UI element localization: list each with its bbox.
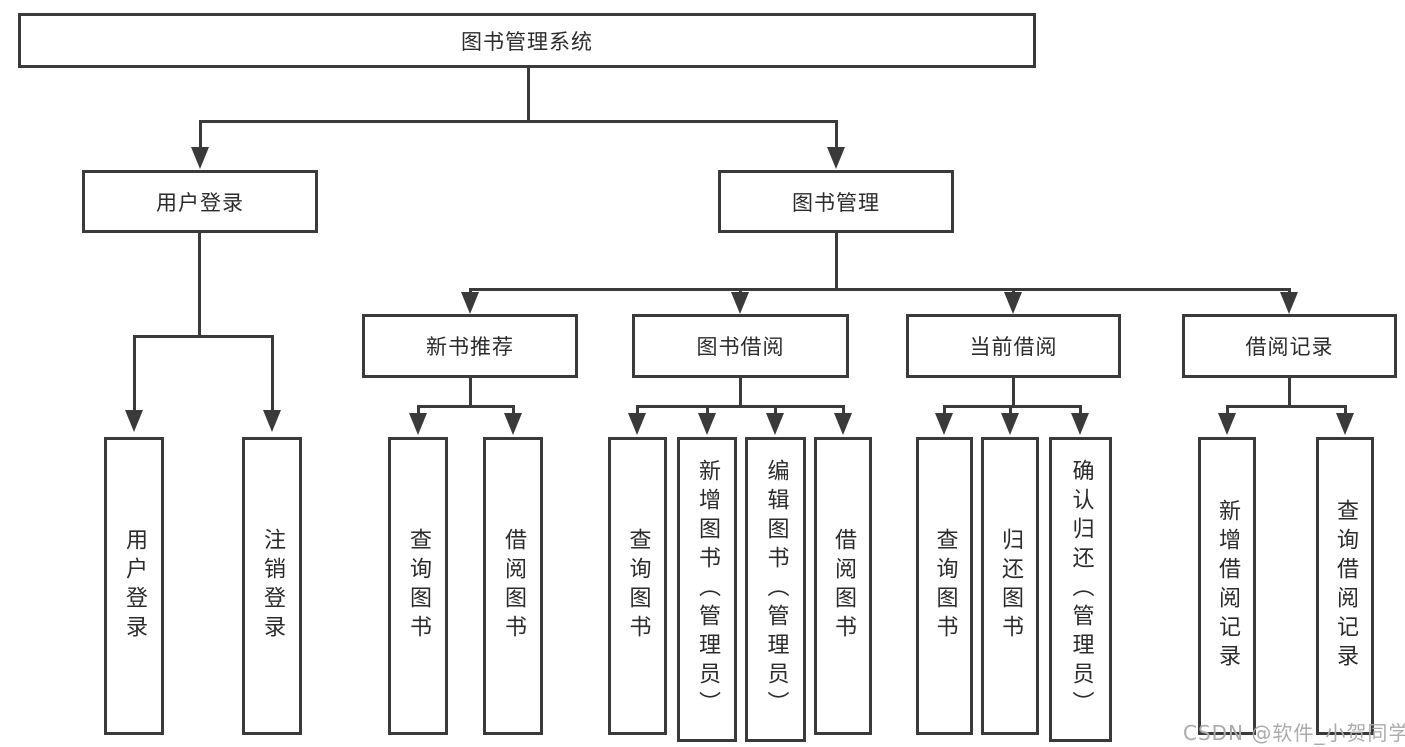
leaf-bb-edit-books-admin: 编辑图书（管理员） [745,437,806,742]
connector-new-book-stem [469,378,472,406]
arrowhead-new-book [461,292,479,314]
connector-stem-leaf-logout [271,335,274,410]
connector-current-borrow-stem2 [1012,378,1015,406]
arrowhead-nb-query [409,413,427,435]
connector-book-borrow-branch [637,405,845,408]
arrowhead-user-login [191,147,209,169]
leaf-cb-query-books-label: 查询图书 [932,528,958,644]
leaf-bb-add-books-admin: 新增图书（管理员） [677,437,737,742]
connector-borrow-records-stem2 [1288,378,1291,406]
node-current-borrowing-label: 当前借阅 [969,335,1058,359]
connector-stem-bb-query [636,405,639,413]
arrowhead-cb-return [1001,413,1019,435]
arrowhead-current-borrow [1004,292,1022,314]
connector-book-mgmt-branch [470,288,1291,291]
node-root-library-system: 图书管理系统 [18,13,1036,68]
node-current-borrowing: 当前借阅 [906,314,1121,378]
connector-stem-cb-return [1009,405,1012,413]
leaf-br-add-record: 新增借阅记录 [1198,437,1256,735]
csdn-watermark: CSDN @软件_小贺同学 [1183,721,1405,745]
connector-borrow-records-branch [1227,405,1347,408]
leaf-nb-borrow-books-label: 借阅图书 [501,528,526,644]
arrowhead-leaf-logout [263,410,281,432]
connector-stem-bb-add [706,405,709,413]
connector-stem-cb-query [943,405,946,413]
arrowhead-nb-borrow [504,413,522,435]
connector-new-book-branch [418,405,515,408]
connector-stem-nb-query [417,405,420,413]
connector-user-login-stem [198,233,201,338]
arrowhead-book-mgmt [827,147,845,169]
node-book-management: 图书管理 [718,170,954,233]
leaf-cb-confirm-return-admin-label: 确认归还（管理员） [1068,459,1094,720]
arrowhead-bb-add [698,413,716,435]
node-new-book-recommend-label: 新书推荐 [426,335,514,359]
arrowhead-bb-query [628,413,646,435]
arrowhead-cb-confirm [1071,413,1089,435]
leaf-br-query-record-label: 查询借阅记录 [1333,499,1358,673]
leaf-logout: 注销登录 [242,437,302,735]
connector-stem-current-borrow [1012,288,1015,294]
leaf-nb-query-books: 查询图书 [388,437,448,735]
arrowhead-leaf-login [125,410,143,432]
leaf-br-query-record: 查询借阅记录 [1316,437,1374,735]
connector-stem-nb-borrow [512,405,515,413]
node-root-label: 图书管理系统 [461,29,593,54]
connector-stem-br-add [1226,405,1229,413]
connector-user-login-branch [134,335,274,338]
connector-root-stem [527,68,530,120]
connector-stem-book-mgmt [835,120,838,148]
connector-book-mgmt-stem [835,233,838,290]
leaf-bb-query-books-label: 查询图书 [625,528,651,644]
leaf-bb-query-books: 查询图书 [608,437,667,735]
arrowhead-br-query [1336,413,1354,435]
connector-book-borrow-stem2 [739,378,742,406]
connector-stem-new-book [469,288,472,294]
connector-stem-leaf-login [133,335,136,410]
leaf-cb-return-books-label: 归还图书 [998,528,1023,644]
leaf-user-login-label: 用户登录 [122,528,147,644]
connector-stem-br-query [1344,405,1347,413]
node-book-borrowing-label: 图书借阅 [696,335,785,359]
connector-root-branch [199,120,838,123]
node-new-book-recommend: 新书推荐 [362,314,578,378]
arrowhead-book-borrow [731,292,749,314]
node-borrowing-records: 借阅记录 [1182,314,1397,378]
arrowhead-borrow-records [1280,292,1298,314]
node-user-login-label: 用户登录 [156,190,244,215]
leaf-bb-borrow-books: 借阅图书 [814,437,872,735]
node-book-management-label: 图书管理 [792,190,880,215]
leaf-cb-confirm-return-admin: 确认归还（管理员） [1049,437,1112,742]
leaf-logout-label: 注销登录 [260,528,285,644]
leaf-cb-query-books: 查询图书 [916,437,973,735]
arrowhead-cb-query [935,413,953,435]
leaf-bb-add-books-admin-label: 新增图书（管理员） [695,459,720,720]
node-book-borrowing: 图书借阅 [632,314,849,378]
arrowhead-bb-edit [766,413,784,435]
connector-stem-borrow-records [1288,288,1291,294]
connector-current-borrow-branch [944,405,1082,408]
connector-stem-book-borrow [739,288,742,294]
leaf-user-login: 用户登录 [104,437,164,735]
leaf-bb-borrow-books-label: 借阅图书 [831,528,856,644]
leaf-bb-edit-books-admin-label: 编辑图书（管理员） [763,459,789,720]
arrowhead-br-add [1218,413,1236,435]
connector-stem-user-login [199,120,202,148]
arrowhead-bb-borrow [834,413,852,435]
leaf-nb-borrow-books: 借阅图书 [483,437,543,735]
connector-stem-cb-confirm [1079,405,1082,413]
leaf-br-add-record-label: 新增借阅记录 [1215,499,1240,673]
node-user-login: 用户登录 [82,170,318,233]
leaf-cb-return-books: 归还图书 [981,437,1039,735]
connector-stem-bb-borrow [842,405,845,413]
node-borrowing-records-label: 借阅记录 [1245,335,1334,359]
leaf-nb-query-books-label: 查询图书 [406,528,431,644]
connector-stem-bb-edit [774,405,777,413]
